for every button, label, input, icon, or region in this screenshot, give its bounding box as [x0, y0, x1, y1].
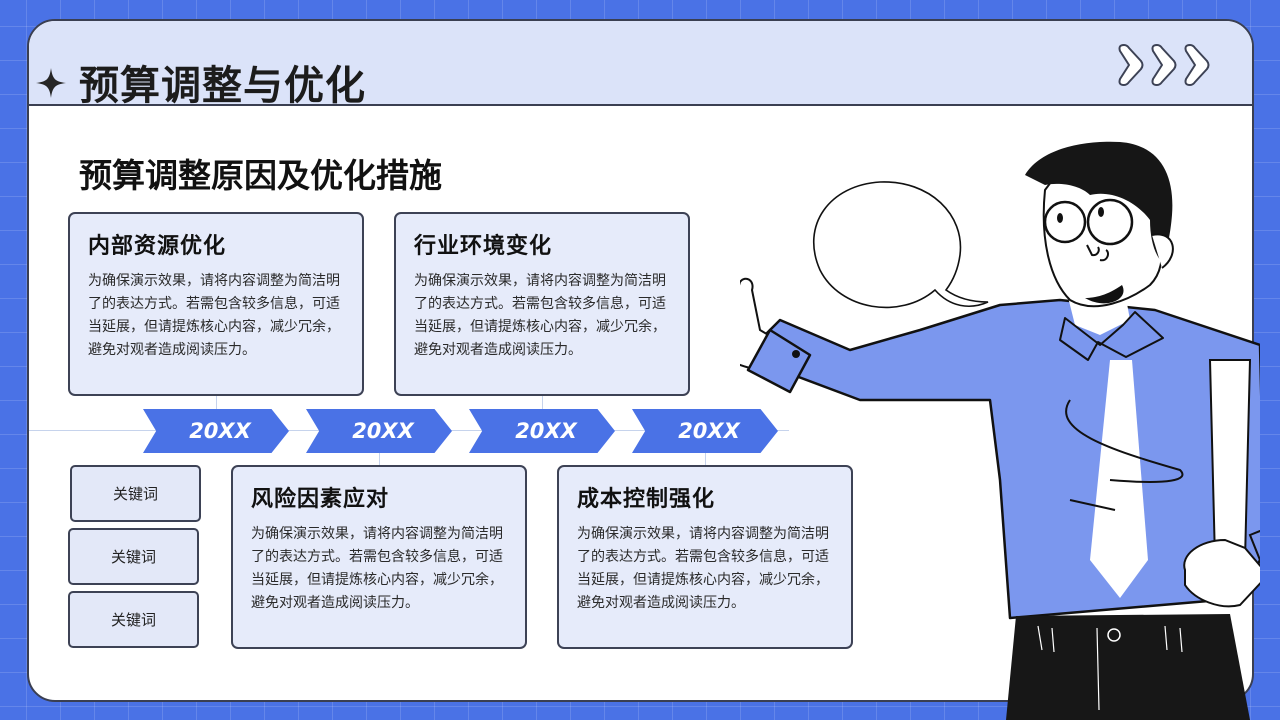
keyword-tag: 关键词	[68, 528, 199, 585]
connector-line	[216, 395, 217, 409]
speech-bubble-icon	[812, 181, 989, 309]
connector-line	[379, 453, 380, 467]
card-body: 为确保演示效果，请将内容调整为简洁明了的表达方式。若需包含较多信息，可适当延展，…	[251, 526, 503, 611]
card-title: 行业环境变化	[414, 234, 553, 259]
card-title: 风险因素应对	[251, 487, 390, 512]
card-body: 为确保演示效果，请将内容调整为简洁明了的表达方式。若需包含较多信息，可适当延展，…	[577, 526, 829, 611]
timeline-step-2: 20XX	[306, 409, 452, 453]
card-body: 为确保演示效果，请将内容调整为简洁明了的表达方式。若需包含较多信息，可适当延展，…	[88, 273, 340, 358]
card-internal-resources: 内部资源优化 为确保演示效果，请将内容调整为简洁明了的表达方式。若需包含较多信息…	[68, 212, 364, 396]
keyword-tag: 关键词	[70, 465, 201, 522]
card-body: 为确保演示效果，请将内容调整为简洁明了的表达方式。若需包含较多信息，可适当延展，…	[414, 273, 666, 358]
keyword-tag: 关键词	[68, 591, 199, 648]
timeline-step-3: 20XX	[469, 409, 615, 453]
triple-chevron-right-icon	[1118, 44, 1210, 86]
four-point-star-icon	[36, 68, 66, 98]
timeline-step-1: 20XX	[143, 409, 289, 453]
card-risk-response: 风险因素应对 为确保演示效果，请将内容调整为简洁明了的表达方式。若需包含较多信息…	[231, 465, 527, 649]
slide-header: 预算调整与优化	[29, 21, 1252, 109]
connector-line	[705, 453, 706, 467]
card-title: 成本控制强化	[577, 487, 716, 512]
connector-line	[542, 395, 543, 409]
card-industry-environment: 行业环境变化 为确保演示效果，请将内容调整为简洁明了的表达方式。若需包含较多信息…	[394, 212, 690, 396]
card-title: 内部资源优化	[88, 234, 227, 259]
card-cost-control: 成本控制强化 为确保演示效果，请将内容调整为简洁明了的表达方式。若需包含较多信息…	[557, 465, 853, 649]
timeline-step-4: 20XX	[632, 409, 778, 453]
presenter-illustration	[740, 141, 1260, 720]
section-title: 预算调整原因及优化措施	[79, 156, 442, 195]
page-title: 预算调整与优化	[79, 63, 366, 109]
